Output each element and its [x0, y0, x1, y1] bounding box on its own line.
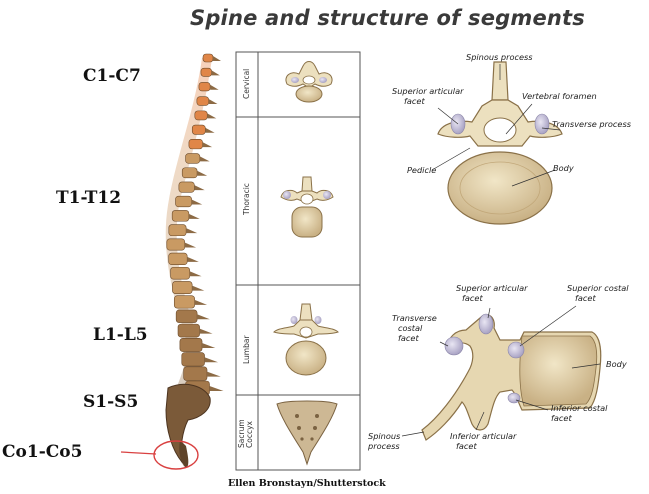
region-label-lumbar: Lumbar	[242, 335, 251, 364]
vertebra-body	[184, 367, 207, 381]
label-spinous-line2: process	[368, 442, 400, 452]
vertebra-body	[169, 225, 186, 236]
thoracic-side-view	[422, 314, 601, 440]
segment-label-lumbar: L1-L5	[93, 325, 148, 345]
label-inferior-articular-line2: facet	[456, 442, 477, 452]
vertebra-body	[172, 210, 189, 221]
spinous-process-mark	[203, 142, 213, 147]
vertebra-body	[171, 267, 190, 279]
vertebra-body	[203, 54, 213, 62]
vertebra-body	[179, 182, 194, 192]
lumbar-vertebra	[274, 304, 338, 375]
vertebra-body	[192, 125, 205, 134]
sacrum-front-view	[277, 401, 337, 464]
vertebra-body	[169, 253, 188, 265]
vertebra-body	[197, 97, 209, 106]
coccyx-bone	[179, 440, 188, 468]
spinous-process-mark	[195, 300, 207, 305]
region-label-cervical: Cervical	[242, 69, 251, 99]
spinal-column	[166, 54, 224, 468]
spinous-process-mark	[194, 185, 204, 190]
spinous-process-mark	[209, 99, 218, 104]
coccyx-leader-line	[121, 452, 156, 454]
segment-label-coccygeal: Co1-Co5	[2, 442, 82, 462]
spinous-process-mark	[210, 386, 224, 391]
diagram-title: Spine and structure of segments	[190, 6, 630, 30]
vertebra-body	[172, 281, 192, 293]
label-spinous-process: Spinous process	[466, 53, 533, 63]
segment-label-sacral: S1-S5	[83, 392, 138, 412]
label-superior-articular-facet-line1: Superior articular	[392, 87, 463, 97]
region-label-thoracic: Thoracic	[242, 183, 251, 215]
label-vertebral-foramen: Vertebral foramen	[522, 92, 597, 102]
label-pedicle: Pedicle	[407, 166, 436, 176]
spinous-process-mark	[212, 70, 220, 75]
vertebra-body	[199, 82, 210, 91]
spinous-process-mark	[207, 372, 221, 377]
spinous-process-mark	[200, 329, 213, 334]
vertebra-body	[195, 111, 207, 120]
spinous-process-mark	[197, 171, 207, 176]
spinous-process-mark	[192, 286, 204, 291]
spinous-process-mark	[192, 199, 203, 204]
segment-label-cervical: C1-C7	[83, 66, 141, 86]
vertebra-body	[186, 154, 200, 164]
label-transverse-process: Transverse process	[552, 120, 631, 130]
sacrum-bone	[166, 384, 210, 462]
image-credit: Ellen Bronstayn/Shutterstock	[228, 478, 386, 489]
vertebra-body	[176, 196, 192, 207]
thoracic-vertebra	[281, 177, 333, 237]
vertebra-body	[182, 168, 197, 178]
spinous-process-mark	[190, 271, 202, 276]
spinous-process-mark	[186, 228, 197, 233]
vertebra-body	[174, 296, 194, 308]
segment-label-thoracic: T1-T12	[56, 188, 121, 208]
vertebra-body	[178, 324, 200, 337]
label-body-top: Body	[553, 164, 574, 174]
spinous-process-mark	[205, 128, 214, 133]
label-superior-costal-line2: facet	[575, 294, 596, 304]
label-transverse-costal-line3: facet	[398, 334, 419, 344]
spinous-process-mark	[189, 214, 200, 219]
spinous-process-mark	[202, 343, 215, 348]
spinous-process-mark	[200, 156, 210, 161]
vertebra-body	[201, 68, 212, 76]
vertebra-body	[167, 239, 185, 250]
vertebra-body	[176, 310, 197, 323]
vertebra-body	[189, 139, 203, 149]
vertebra-body	[180, 338, 202, 351]
spinous-process-mark	[213, 56, 221, 61]
label-body-side: Body	[606, 360, 627, 370]
region-label-coccyx: Coccyx	[245, 421, 254, 448]
spinous-process-mark	[187, 257, 199, 262]
vertebra-body	[182, 353, 205, 366]
spinous-process-mark	[207, 113, 216, 118]
spinous-process-mark	[197, 314, 210, 319]
spinous-process-mark	[210, 85, 219, 90]
cervical-vertebra	[286, 62, 332, 103]
label-inferior-costal-line2: facet	[551, 414, 572, 424]
label-superior-articular-facet-line2: facet	[404, 97, 425, 107]
label-superior-articular-line2: facet	[462, 294, 483, 304]
spinous-process-mark	[205, 357, 218, 362]
spinous-process-mark	[185, 243, 196, 248]
